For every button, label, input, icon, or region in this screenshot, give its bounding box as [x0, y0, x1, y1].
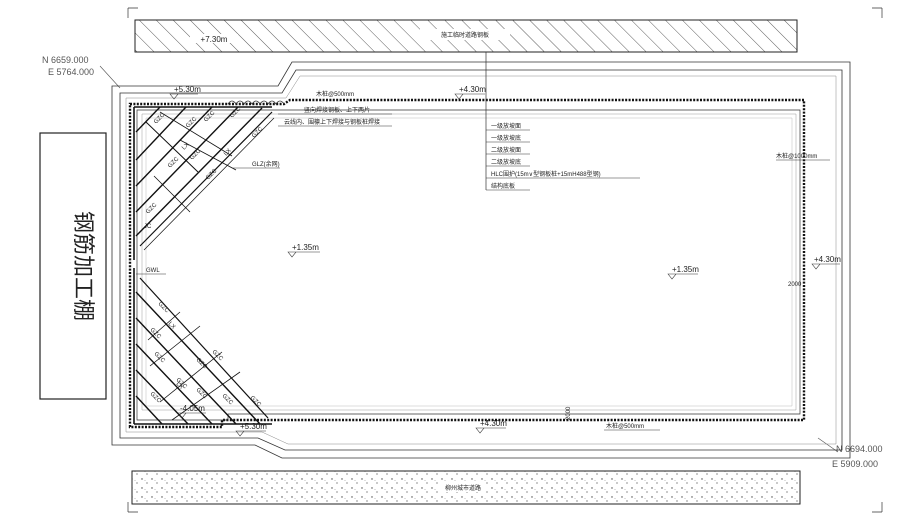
layer-label: 结构底板 [491, 182, 515, 190]
rebar-shed-label: 钢筋加工棚 [70, 211, 95, 321]
elevation-label: +1.35m [672, 265, 699, 274]
coord-bottom-right-e: E 5909.000 [832, 459, 878, 469]
elevation-label: +4.30m [814, 255, 841, 264]
layer-label: 一级放坡面 [491, 122, 521, 130]
top-road-band: 施工临时道路钢板 +7.30m [134, 19, 798, 53]
elevation-markers [169, 93, 840, 437]
coord-bottom-right-n: N 6694.000 [836, 444, 883, 454]
strut-label: GZC [149, 391, 163, 405]
strut-label: LX [175, 381, 184, 390]
dim-right: 2000 [788, 282, 802, 288]
corner-bracing [133, 106, 275, 425]
strut-label: GZC [205, 168, 219, 182]
strut-labels: GZC GZC GZC GZC GZC GZC GZC GZC GZC LX L… [145, 106, 265, 409]
layer-label: 二级放坡底 [491, 158, 521, 166]
strut-label: LX [223, 148, 232, 157]
top-band-title: 施工临时道路钢板 [441, 31, 489, 39]
right-notes: 木桩@1000mm 2000 木桩@500mm 2000 [566, 152, 830, 431]
bottom-road-band: 柳州城市道路 [131, 470, 801, 505]
corner-marks [127, 7, 883, 513]
elevation-band-top: +7.30m [201, 35, 228, 44]
bottom-band-title: 柳州城市道路 [445, 484, 481, 492]
pit-wall [128, 98, 806, 429]
rebar-shed-box: 钢筋加工棚 [39, 132, 107, 400]
note-weld-plate: 竖向焊接钢板、上下两片 [304, 106, 370, 114]
note-pile-500: 木桩@500mm [606, 422, 644, 430]
layer-label: 二级放坡面 [491, 146, 521, 154]
revision-cloud [227, 100, 285, 105]
dim-bottom: 2000 [566, 406, 572, 420]
strut-label: GZC [211, 349, 225, 363]
elevation-label: +4.30m [459, 85, 486, 94]
strut-label: GZC [157, 301, 171, 315]
gwl-label: GWL [146, 268, 160, 274]
strut-label: GZC [145, 202, 159, 216]
strut-label: LX [167, 321, 176, 330]
jc-label: JC [144, 224, 152, 230]
coord-top-left-e: E 5764.000 [48, 67, 94, 77]
elevation-label: +5.30m [240, 422, 267, 431]
elevation-label: +1.35m [292, 243, 319, 252]
elevation-label: +5.30m [174, 85, 201, 94]
elevation-label: +4.30m [480, 419, 507, 428]
strut-label: LX [181, 142, 190, 151]
strut-label: GZC [251, 126, 265, 140]
strut-label: GZC [189, 148, 203, 162]
note-pile-top: 木桩@500mm [316, 90, 354, 98]
note-pile-1000: 木桩@1000mm [776, 152, 817, 160]
strut-label: GZC [203, 110, 217, 124]
layer-label: HLC围护(15m∨型钢板桩+15mH488型钢) [491, 170, 601, 178]
elevation-label: -4.05m [180, 404, 205, 413]
layer-callout: 一级放坡面 一级放坡底 二级放坡面 二级放坡底 HLC围护(15m∨型钢板桩+1… [485, 52, 640, 191]
strut-label: GZC [249, 395, 263, 409]
coord-top-left-n: N 6659.000 [42, 55, 89, 65]
glz-label: GLZ(余网) [252, 160, 280, 168]
layer-label: 一级放坡底 [491, 134, 521, 142]
site-boundary [111, 61, 851, 459]
corner-notes: 竖向焊接钢板、上下两片 云线内、围檩上下焊接与钢板桩焊接 木桩@500mm GL… [136, 90, 392, 275]
note-cloud-weld: 云线内、围檩上下焊接与钢板桩焊接 [284, 118, 380, 126]
